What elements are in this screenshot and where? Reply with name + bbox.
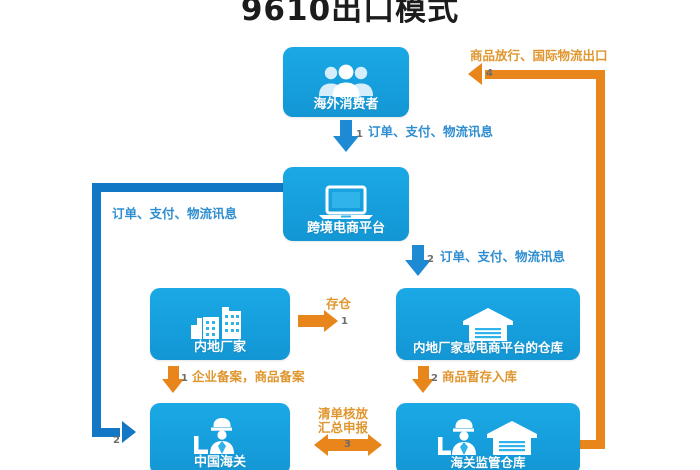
factory-buildings-icon (189, 296, 251, 341)
blue-path-arrowhead (122, 421, 136, 443)
edge-warehouse-bonded-number: 2 (431, 373, 438, 384)
node-label: 内地厂家或电商平台的仓库 (412, 339, 563, 355)
edge-platform-warehouse-arrowhead (405, 260, 431, 276)
edge-factory-customs-shaft (168, 366, 179, 381)
node-label: 跨境电商平台 (306, 221, 385, 236)
edge-customs-bonded-label-line1: 清单核放 (318, 406, 369, 421)
blue-path-top-horizontal (92, 183, 290, 192)
page-title: 9610出口模式 (240, 0, 460, 28)
edge-customs-bonded-number: 3 (344, 439, 351, 450)
orange-path-arrowhead (468, 63, 482, 85)
edge-factory-warehouse-label: 存仓 (326, 296, 352, 311)
edge-factory-customs-label: 企业备案，商品备案 (192, 369, 305, 384)
orange-path-right-vertical (596, 70, 605, 449)
edge-customs-bonded-shaft (327, 439, 369, 451)
laptop-icon (317, 175, 375, 222)
edge-platform-warehouse-shaft (412, 245, 424, 262)
blue-path-bottom-horizontal (92, 428, 120, 437)
node-mainland-factory[interactable]: 内地厂家 (150, 288, 290, 360)
orange-path-label: 商品放行、国际物流出口 (470, 48, 608, 63)
edge-customs-bonded-right-arrowhead (368, 434, 382, 456)
edge-platform-warehouse-label: 订单、支付、物流讯息 (440, 249, 566, 264)
orange-path-top-horizontal (485, 70, 605, 79)
node-label: 海外消费者 (313, 97, 379, 112)
node-label: 海关监管仓库 (450, 454, 526, 470)
edge-factory-warehouse-shaft (298, 315, 326, 327)
edge-customs-bonded-left-arrowhead (314, 434, 328, 456)
edge-factory-warehouse-number: 1 (341, 316, 348, 327)
node-cross-border-platform[interactable]: 跨境电商平台 (283, 167, 409, 241)
node-label: 中国海关 (193, 455, 246, 470)
orange-path-bottom-horizontal (560, 440, 605, 449)
node-overseas-consumer[interactable]: 海外消费者 (283, 47, 409, 117)
node-bonded-warehouse[interactable]: 海关监管仓库 (396, 403, 580, 470)
edge-factory-customs-number: 1 (181, 373, 188, 384)
edge-warehouse-bonded-shaft (418, 366, 429, 381)
blue-path-left-vertical (92, 183, 101, 437)
edge-warehouse-bonded-label: 商品暂存入库 (442, 369, 518, 384)
node-label: 内地厂家 (193, 340, 246, 355)
warehouse-icon (461, 296, 515, 342)
people-group-icon (314, 55, 378, 98)
edge-consumer-platform-shaft (340, 120, 352, 138)
edge-customs-bonded-label-line2: 汇总申报 (318, 420, 369, 435)
edge-consumer-platform-label: 订单、支付、物流讯息 (368, 124, 494, 139)
edge-factory-customs-arrowhead (162, 379, 184, 393)
blue-path-label: 订单、支付、物流讯息 (112, 206, 238, 221)
edge-consumer-platform-number: 1 (356, 129, 363, 140)
customs-officer-icon (192, 411, 248, 456)
node-china-customs[interactable]: 中国海关 (150, 403, 290, 470)
blue-path-step-number: 2 (113, 435, 120, 446)
edge-factory-warehouse-arrowhead (324, 310, 338, 332)
edge-platform-warehouse-number: 2 (427, 254, 434, 265)
edge-warehouse-bonded-arrowhead (412, 379, 434, 393)
edge-consumer-platform-arrowhead (333, 136, 359, 152)
orange-path-step-number: 4 (486, 68, 493, 79)
node-platform-warehouse[interactable]: 内地厂家或电商平台的仓库 (396, 288, 580, 360)
customs-officer-warehouse-icon (436, 411, 540, 457)
